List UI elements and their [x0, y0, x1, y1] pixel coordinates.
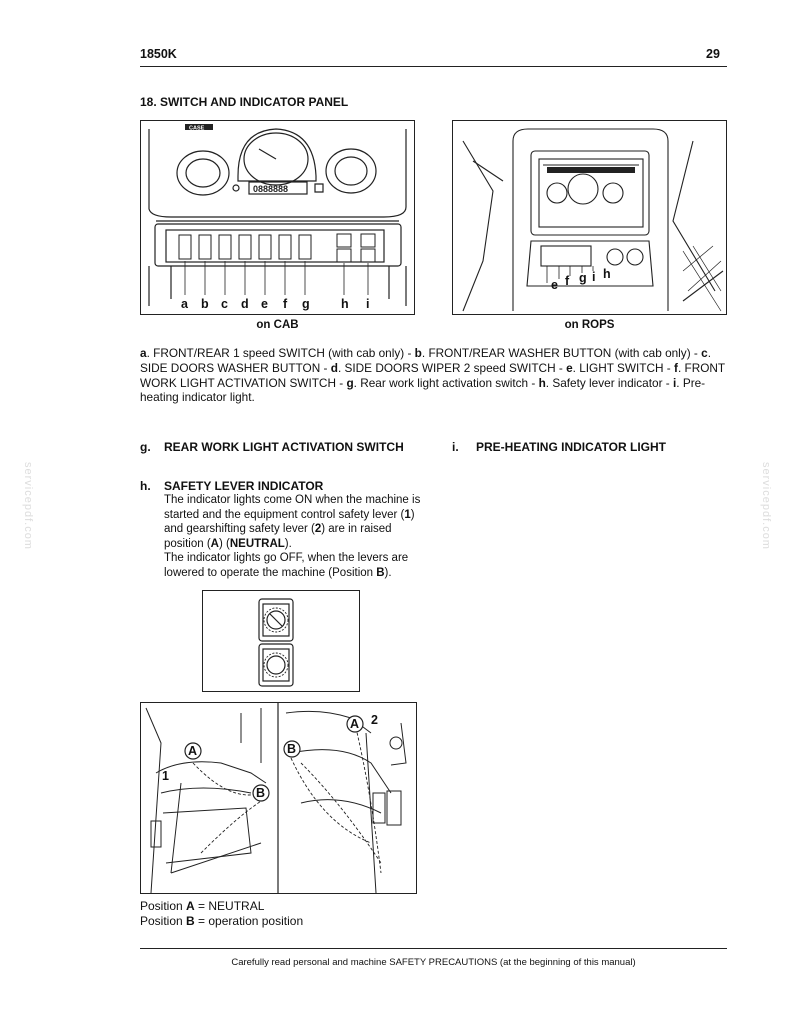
- p1-text-e: ).: [284, 537, 292, 550]
- callout-b-left: B: [256, 786, 266, 800]
- p1-position-a: A: [210, 537, 219, 550]
- page-number: 29: [706, 47, 720, 61]
- switch-legend: a. FRONT/REAR 1 speed SWITCH (with cab o…: [140, 346, 730, 405]
- item-i-key: i.: [452, 440, 459, 454]
- callout-a-left: A: [188, 744, 198, 758]
- rops-panel-figure: e f g i h: [452, 120, 727, 315]
- p1-text-a: The indicator lights come ON when the ma…: [164, 494, 421, 521]
- position-b-meaning: = operation position: [194, 914, 304, 928]
- indicator-lights-drawing: [258, 598, 294, 687]
- legend-key-c: c: [701, 346, 708, 360]
- position-a-legend: Position A = NEUTRAL: [140, 899, 264, 914]
- cab-panel-drawing: CASE 0888888: [148, 124, 407, 306]
- callout-lever-2: 2: [371, 713, 378, 727]
- rops-caption: on ROPS: [564, 319, 615, 331]
- safety-levers-drawing: [145, 703, 407, 893]
- position-b-key: B: [186, 914, 195, 928]
- p1-neutral: NEUTRAL: [229, 537, 285, 550]
- position-a-prefix: Position: [140, 899, 187, 913]
- legend-key-e: e: [566, 360, 573, 375]
- case-logo: CASE: [189, 126, 205, 132]
- legend-text-h: . Safety lever indicator -: [545, 375, 673, 390]
- cab-caption: on CAB: [256, 319, 299, 331]
- safety-levers-figure: A B 1 B A 2: [140, 702, 417, 894]
- cab-label-g: g: [302, 297, 310, 311]
- rops-label-f: f: [565, 274, 570, 288]
- p1-text-b: ) and gearshifting safety lever (: [164, 508, 415, 536]
- item-h-key: h.: [140, 479, 151, 493]
- hour-counter: 0888888: [253, 184, 288, 194]
- legend-text-f: . FRONT WORK LIGHT ACTIVATION SWITCH -: [140, 360, 725, 390]
- callout-lever-1: 1: [162, 769, 169, 783]
- rops-label-g: g: [579, 271, 587, 285]
- footer-note: Carefully read personal and machine SAFE…: [231, 957, 636, 968]
- cab-label-e: e: [261, 297, 268, 311]
- item-g-title: REAR WORK LIGHT ACTIVATION SWITCH: [164, 440, 404, 454]
- legend-key-i: i: [672, 375, 677, 390]
- section-title: 18. SWITCH AND INDICATOR PANEL: [140, 95, 349, 109]
- p1-text-c: ) are in raised position (: [164, 523, 392, 550]
- cab-label-f: f: [283, 297, 288, 311]
- indicator-lights-figure: [202, 590, 360, 692]
- p2-position-b: B: [376, 566, 385, 579]
- cab-label-a: a: [181, 297, 188, 311]
- legend-key-f: f: [674, 360, 678, 375]
- cab-panel-figure: CASE 0888888 a b c d e: [140, 120, 415, 315]
- callout-a-right: A: [350, 717, 360, 731]
- legend-text-d: . SIDE DOORS WIPER 2 speed SWITCH -: [337, 360, 567, 375]
- position-a-meaning: = NEUTRAL: [194, 899, 265, 913]
- legend-text-i: . Pre-heating indicator light.: [140, 375, 706, 405]
- position-b-prefix: Position: [140, 914, 187, 928]
- item-h-paragraph-1: The indicator lights come ON when the ma…: [164, 493, 422, 551]
- p1-text-d: ) (: [218, 537, 230, 550]
- p2-text-b: ).: [384, 566, 392, 579]
- callout-b-right: B: [287, 742, 297, 756]
- rops-label-i: i: [592, 270, 596, 284]
- item-h-description: The indicator lights come ON when the ma…: [164, 493, 422, 580]
- legend-text-e: . LIGHT SWITCH -: [572, 360, 675, 375]
- model-name: 1850K: [140, 47, 177, 61]
- p1-lever-1: 1: [404, 508, 411, 521]
- legend-key-d: d: [330, 360, 338, 375]
- cab-label-i: i: [366, 297, 370, 311]
- position-a-key: A: [186, 899, 195, 913]
- item-g-key: g.: [140, 440, 151, 454]
- legend-text-g: . Rear work light activation switch -: [353, 375, 539, 390]
- watermark-right: servicepdf.com: [760, 462, 772, 550]
- footer-rule: [140, 948, 727, 949]
- p1-lever-2: 2: [314, 523, 322, 535]
- legend-text-c: . SIDE DOORS WASHER BUTTON -: [140, 346, 711, 375]
- rops-label-e: e: [551, 278, 558, 292]
- p2-text-a: The indicator lights go OFF, when the le…: [164, 552, 409, 579]
- position-b-legend: Position B = operation position: [140, 914, 303, 929]
- legend-key-b: b: [414, 346, 422, 360]
- cab-label-h: h: [341, 297, 349, 311]
- legend-text-b: . FRONT/REAR WASHER BUTTON (with cab onl…: [421, 346, 702, 360]
- legend-key-h: h: [538, 375, 546, 390]
- cab-label-b: b: [201, 297, 209, 311]
- cab-label-c: c: [221, 297, 228, 311]
- item-h-paragraph-2: The indicator lights go OFF, when the le…: [164, 551, 422, 580]
- legend-key-a: a: [140, 346, 147, 360]
- header-rule: [140, 66, 727, 67]
- rops-label-h: h: [603, 267, 611, 281]
- item-i-title: PRE-HEATING INDICATOR LIGHT: [476, 440, 666, 454]
- legend-text-a: . FRONT/REAR 1 speed SWITCH (with cab on…: [146, 346, 415, 360]
- cab-label-d: d: [241, 297, 249, 311]
- legend-key-g: g: [346, 375, 354, 390]
- item-h-title: SAFETY LEVER INDICATOR: [164, 479, 324, 493]
- watermark-left: servicepdf.com: [22, 462, 34, 550]
- rops-panel-drawing: [462, 128, 724, 312]
